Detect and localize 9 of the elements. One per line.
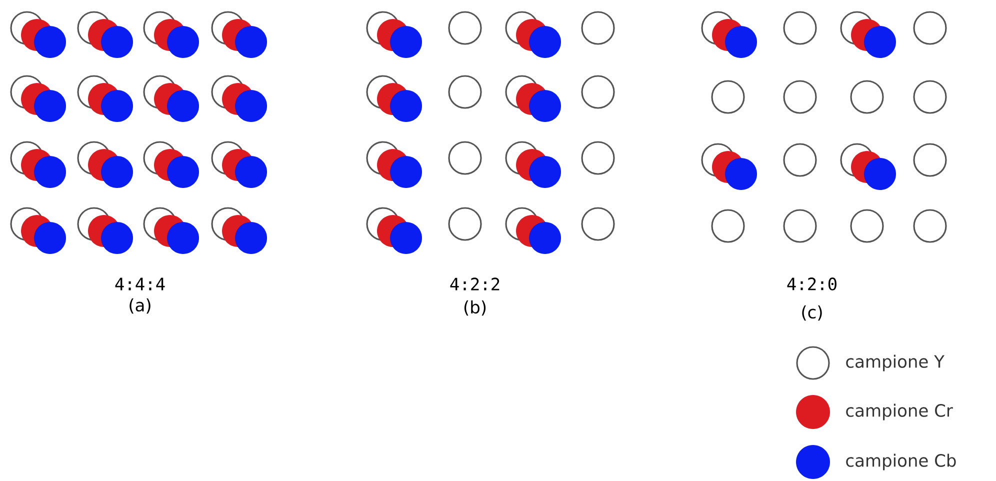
legend-label: campione Y [846,354,944,372]
panel-label: (c) [802,305,822,321]
legend-label: campione Cr [846,404,953,420]
ratio-label: 4:4:4 [115,278,165,290]
ratio-label: 4:2:0 [787,278,836,290]
panel-label: (b) [464,300,486,316]
legend-label: campione Cb [846,454,956,470]
ratio-label: 4:2:2 [450,278,500,290]
panel-label: (a) [130,298,150,314]
